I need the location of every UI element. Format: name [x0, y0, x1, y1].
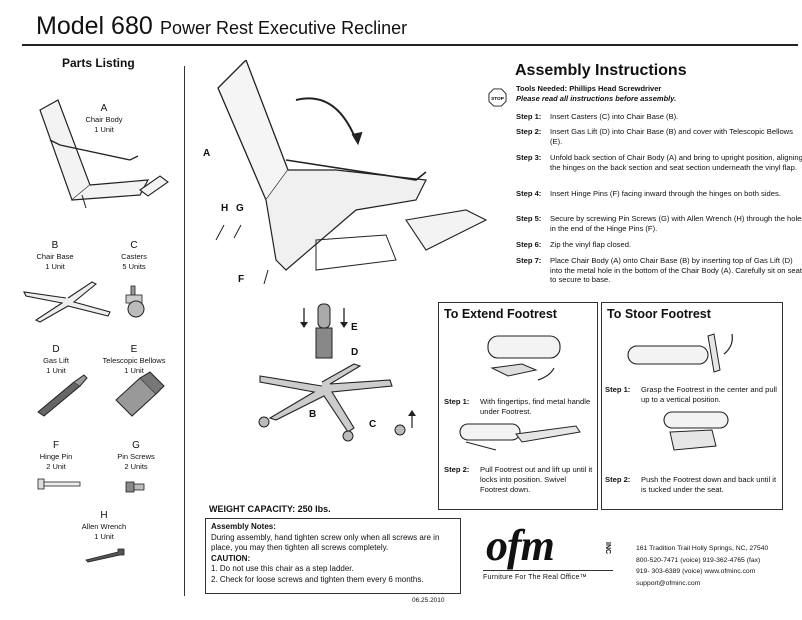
- store-step2-illustration: [663, 411, 729, 451]
- part-f-label: F Hinge Pin 2 Unit: [39, 440, 73, 471]
- notes-text: During assembly, hand tighten screw only…: [211, 532, 440, 553]
- caster-illustration: [125, 285, 145, 318]
- pin-screw-illustration: [125, 481, 145, 493]
- company-contact: 161 Tradition Trail Holly Springs, NC, 2…: [636, 545, 769, 587]
- company-tagline: Furniture For The Real Office™: [483, 574, 587, 581]
- extend-step1-illustration: [487, 335, 561, 381]
- notes-heading: Assembly Notes:: [211, 522, 276, 531]
- store-footrest-heading: To Stoor Footrest: [607, 307, 711, 321]
- caution-heading: CAUTION:: [211, 553, 251, 563]
- callout-a: A: [203, 148, 211, 159]
- column-divider: [184, 66, 185, 596]
- hinge-pin-illustration: [37, 478, 81, 490]
- callout-h: H: [221, 203, 229, 214]
- assembly-step-6: Step 6:Zip the vinyl flap closed.: [516, 240, 632, 249]
- part-a-label: A Chair Body 1 Unit: [85, 103, 123, 134]
- assembly-heading: Assembly Instructions: [515, 62, 687, 79]
- part-e-label: E Telescopic Bellows 1 Unit: [102, 344, 166, 375]
- part-c-label: C Casters 5 Units: [121, 240, 147, 271]
- assembly-step-2: Step 2:Insert Gas Lift (D) into Chair Ba…: [516, 127, 793, 146]
- assembly-step-3: Step 3:Unfold back section of Chair Body…: [516, 153, 802, 172]
- weight-capacity: WEIGHT CAPACITY: 250 lbs.: [209, 504, 331, 514]
- part-d-label: D Gas Lift 1 Unit: [43, 344, 69, 375]
- callout-g: G: [236, 203, 244, 214]
- gas-lift-illustration: [37, 374, 88, 417]
- product-title: Power Rest Executive Recliner: [160, 18, 408, 38]
- chair-assembly-illustration: [215, 60, 488, 285]
- tools-needed: Tools Needed: Phillips Head Screwdriver …: [516, 84, 677, 103]
- document-date: 06.25.2010: [412, 597, 445, 604]
- ofm-logo: ofm: [486, 521, 555, 570]
- extend-footrest-heading: To Extend Footrest: [444, 307, 557, 321]
- part-g-label: G Pin Screws 2 Units: [117, 440, 155, 471]
- assembly-step-5: Step 5:Secure by screwing Pin Screws (G)…: [516, 214, 802, 233]
- telescopic-bellows-illustration: [115, 371, 165, 417]
- store-step1-illustration: [627, 333, 733, 373]
- stop-sign-text: STOP: [491, 96, 504, 102]
- part-b-label: B Chair Base 1 Unit: [36, 240, 74, 271]
- ofm-logo-suffix: INC: [604, 542, 611, 555]
- callout-b: B: [309, 409, 317, 420]
- extend-step2-illustration: [459, 423, 581, 451]
- logo-underline: [483, 570, 613, 571]
- parts-listing-heading: Parts Listing: [62, 56, 135, 70]
- base-assembly-illustration: [258, 303, 416, 442]
- callout-f: F: [238, 274, 245, 285]
- callout-d: D: [351, 347, 359, 358]
- store-step-2: Step 2:Push the Footrest down and back u…: [605, 475, 777, 494]
- store-step-1: Step 1:Grasp the Footrest in the center …: [605, 385, 777, 404]
- model-title: Model 680: [36, 12, 153, 40]
- store-footrest-box: [601, 302, 783, 510]
- caution-2: 2. Check for loose screws and tighten th…: [211, 574, 424, 584]
- header-rule: [22, 44, 798, 46]
- assembly-step-7: Step 7:Place Chair Body (A) onto Chair B…: [516, 256, 802, 285]
- extend-footrest-box: [438, 302, 598, 510]
- callout-c: C: [369, 419, 377, 430]
- chair-body-illustration: [39, 99, 169, 209]
- extend-step-1: Step 1:With fingertips, find metal handl…: [444, 397, 591, 416]
- allen-wrench-illustration: [85, 548, 125, 563]
- assembly-step-1: Step 1:Insert Casters (C) into Chair Bas…: [516, 112, 679, 121]
- chair-base-illustration: [23, 281, 111, 323]
- extend-step-2: Step 2:Pull Footrest out and lift up unt…: [444, 465, 593, 494]
- callout-e: E: [351, 322, 358, 333]
- assembly-step-4: Step 4:Insert Hinge Pins (F) facing inwa…: [516, 189, 781, 198]
- stop-sign-icon: STOP: [488, 88, 507, 107]
- part-h-label: H Allen Wrench 1 Unit: [81, 510, 127, 541]
- caution-1: 1. Do not use this chair as a step ladde…: [211, 564, 354, 573]
- assembly-notes-box: Assembly Notes: During assembly, hand ti…: [205, 518, 461, 594]
